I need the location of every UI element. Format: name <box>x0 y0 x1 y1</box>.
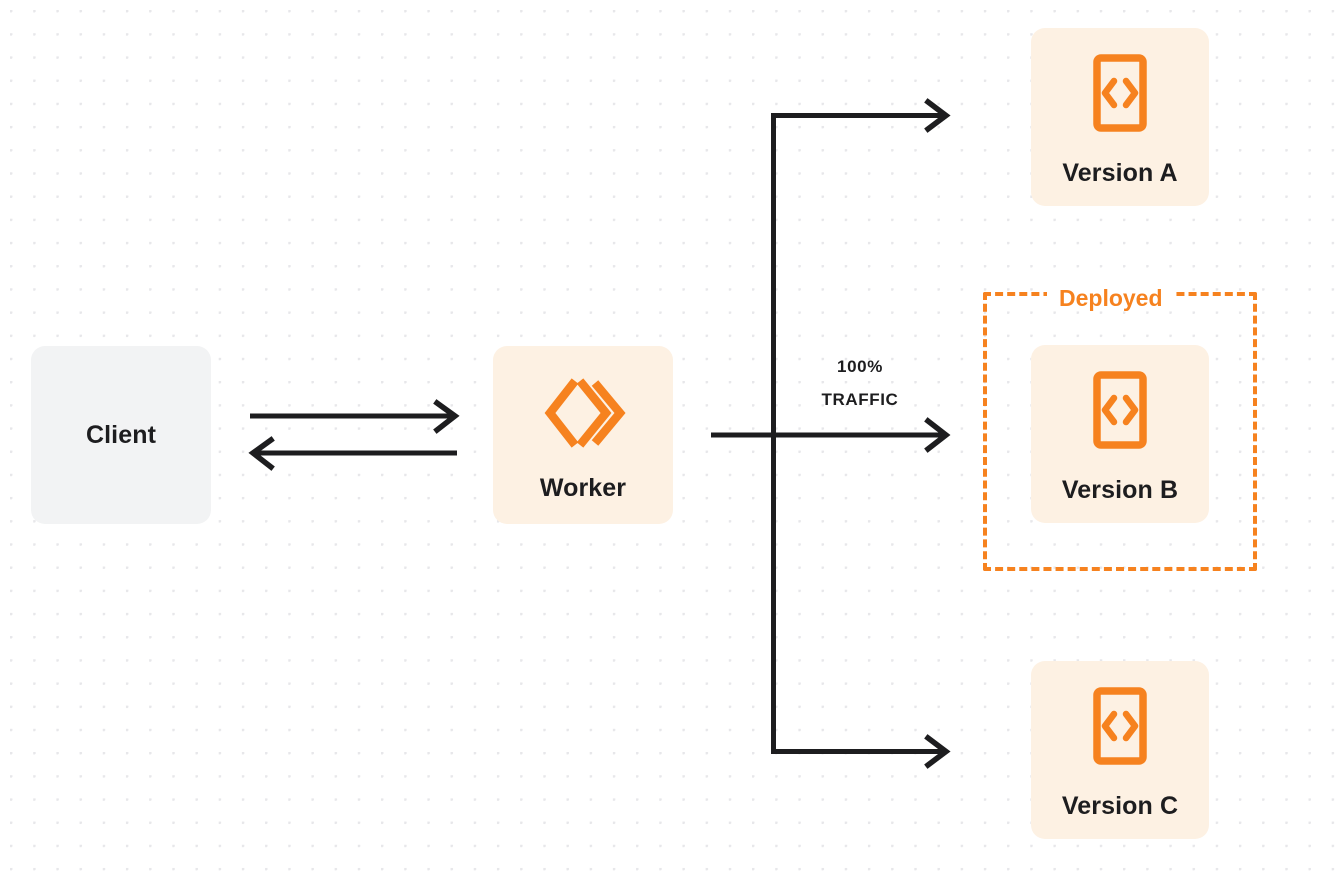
code-document-icon <box>1089 369 1151 456</box>
node-version-c[interactable]: Version C <box>1031 661 1209 839</box>
node-version-a[interactable]: Version A <box>1031 28 1209 206</box>
edge-trunk-to-version-c <box>771 734 951 769</box>
traffic-word: TRAFFIC <box>821 390 899 409</box>
node-worker-label: Worker <box>539 474 627 502</box>
node-worker[interactable]: Worker <box>493 346 673 524</box>
deployed-group-label: Deployed <box>1047 285 1175 311</box>
traffic-label: 100% TRAFFIC <box>795 350 925 416</box>
traffic-percent: 100% <box>837 357 883 376</box>
node-client[interactable]: Client <box>31 346 211 524</box>
node-version-c-label: Version C <box>1061 792 1179 820</box>
node-version-a-label: Version A <box>1062 159 1178 187</box>
node-version-b-label: Version B <box>1061 476 1179 504</box>
code-document-icon <box>1089 52 1151 139</box>
workers-logo-icon <box>540 375 626 456</box>
node-version-b[interactable]: Version B <box>1031 345 1209 523</box>
edge-trunk-to-version-a <box>771 98 951 133</box>
edge-client-to-worker <box>250 399 460 434</box>
code-document-icon <box>1089 685 1151 772</box>
edge-trunk-to-version-b <box>771 417 951 453</box>
edge-worker-to-client <box>248 436 457 471</box>
node-client-label: Client <box>85 420 157 449</box>
